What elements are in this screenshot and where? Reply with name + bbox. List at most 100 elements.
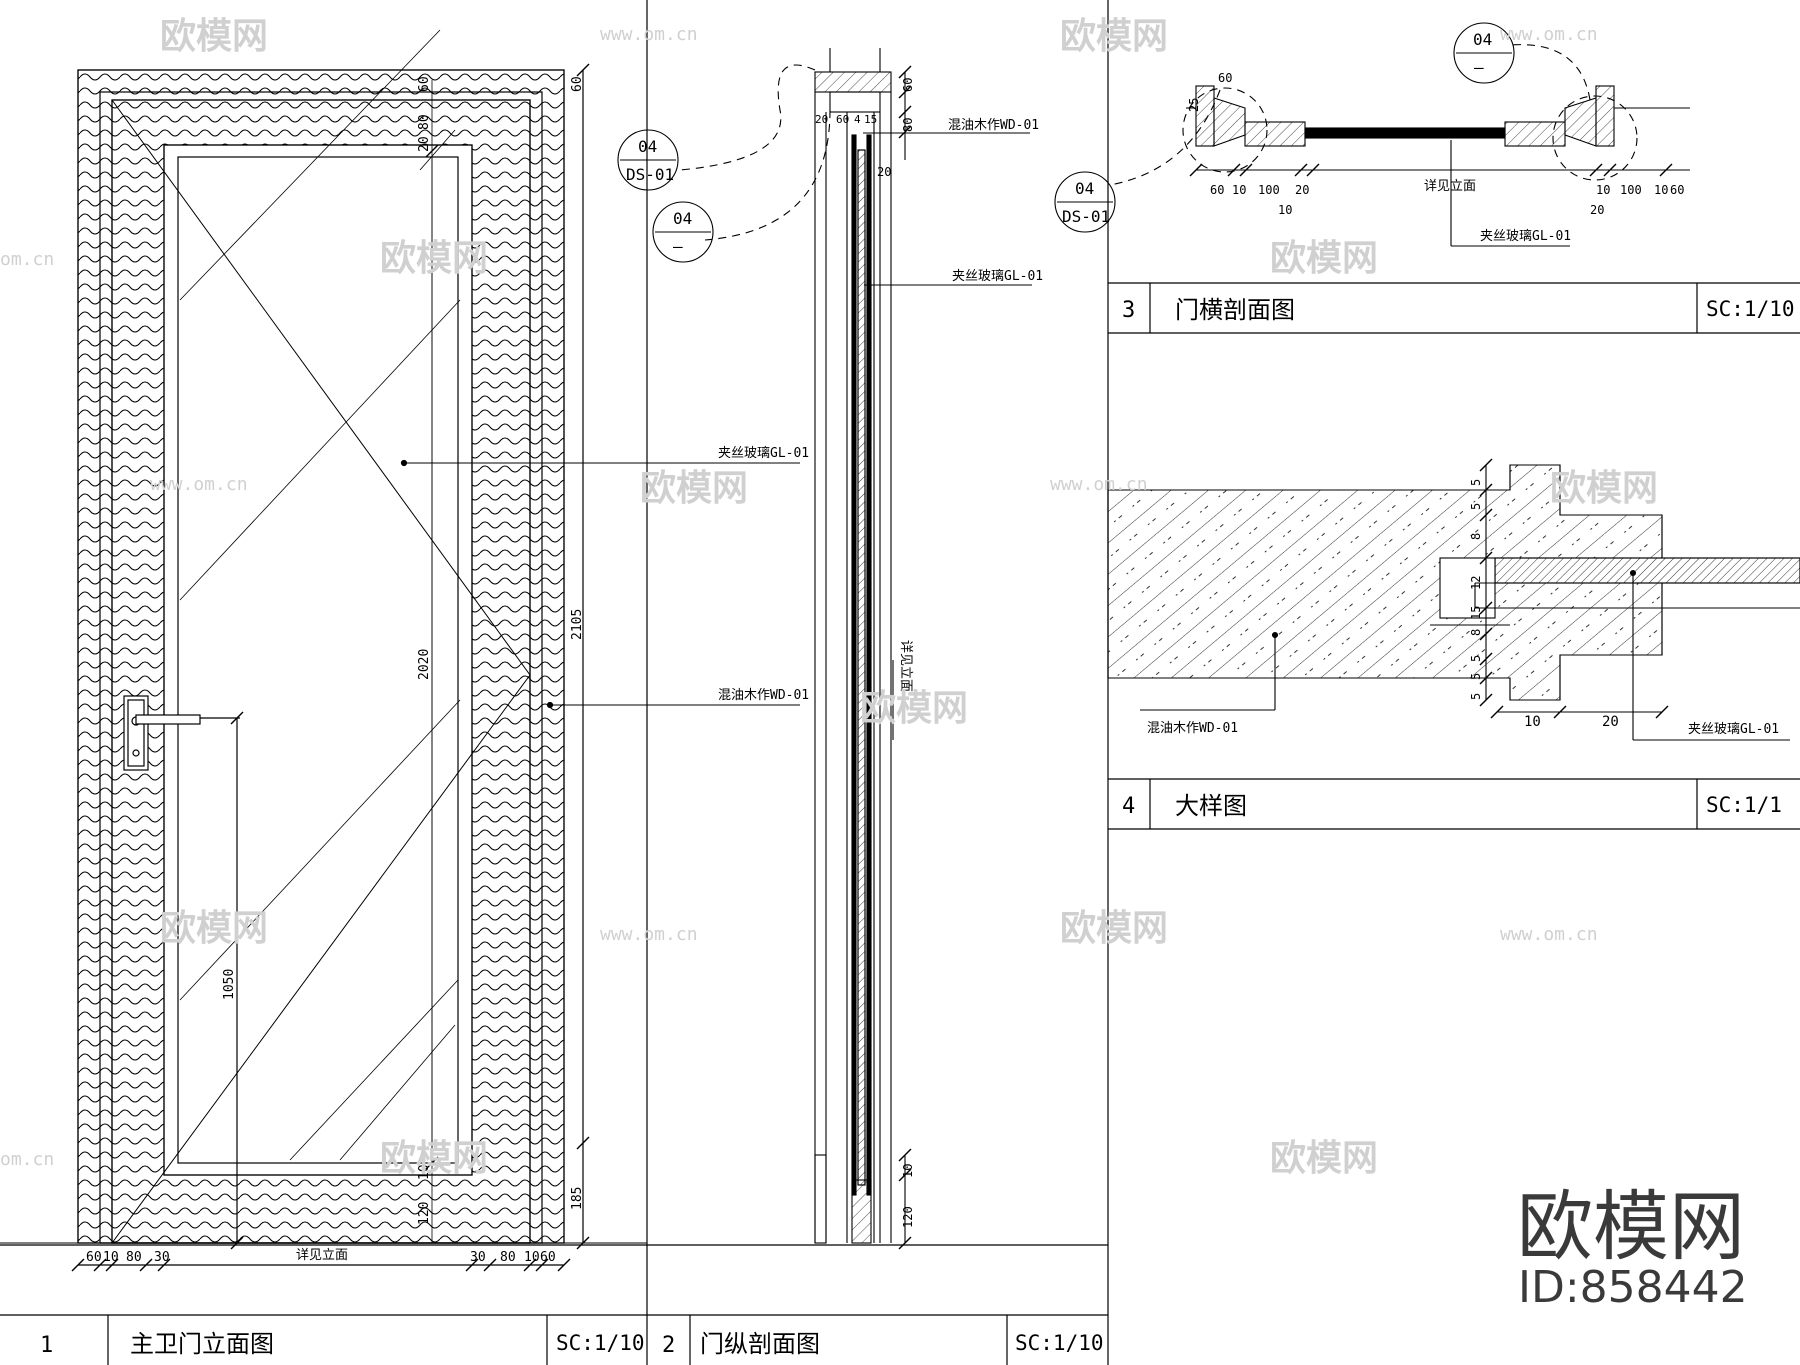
detail-dim-7: 5 <box>1469 655 1483 662</box>
panel4-title: 大样图 <box>1175 792 1247 820</box>
watermark-site-short: om.cn <box>0 249 54 270</box>
detail-dim-8: 5 <box>1469 673 1483 680</box>
horizontal-section <box>1054 22 1690 247</box>
watermark-site: www.om.cn <box>600 24 698 45</box>
panel2-number: 2 <box>662 1333 675 1358</box>
watermark-site-layer: www.om.cn www.om.cn www.om.cn www.om.cn … <box>0 24 1598 1170</box>
watermark-site: www.om.cn <box>600 924 698 945</box>
panel2-scale: SC:1/10 <box>1015 1331 1104 1355</box>
watermark-brand: 欧模网 <box>160 908 268 949</box>
panel1-number: 1 <box>40 1333 53 1358</box>
hs-dim-60-top: 60 <box>1218 71 1232 85</box>
hs-callout-2-bottom: DS-01 <box>1062 207 1110 226</box>
watermark-site: www.om.cn <box>1050 474 1148 495</box>
hs-dim-10a: 10 <box>1232 183 1246 197</box>
vs-callout-arc-2 <box>704 109 831 241</box>
vs-dim-row-15: 15 <box>864 113 877 126</box>
vs-dim-80: 80 <box>901 118 915 132</box>
hs-left-jamb <box>1195 85 1215 147</box>
dim-bot-60b: 60 <box>540 1250 556 1265</box>
watermark-id-block: 欧模网 ID:858442 <box>1517 1182 1748 1313</box>
panel3-number: 3 <box>1122 298 1135 323</box>
hs-dim-10sub: 10 <box>1278 203 1292 217</box>
panel1-scale: SC:1/10 <box>556 1331 645 1355</box>
dim-height-bottom: 185 <box>570 1187 585 1210</box>
hs-dim-100a: 100 <box>1258 183 1280 197</box>
vs-callout-1 <box>617 129 679 191</box>
watermark-site: www.om.cn <box>150 474 248 495</box>
detail-dim-2: 5 <box>1469 503 1483 510</box>
watermark-brand: 欧模网 <box>1060 16 1168 57</box>
hs-dim-10b: 10 <box>1596 183 1610 197</box>
watermark-layer: 欧模网 欧模网 欧模网 欧模网 欧模网 欧模网 欧模网 欧模网 欧模网 欧模网 … <box>160 16 1658 1179</box>
vs-callout-2-top: 04 <box>673 209 692 228</box>
hs-callout-arc-2 <box>1109 89 1221 186</box>
dim-inner-bot-2: 120 <box>417 1202 432 1225</box>
detail-dim-6: 8 <box>1469 629 1483 636</box>
vs-dim-row-60: 60 <box>836 113 849 126</box>
vs-dim-20-side: 20 <box>877 165 891 179</box>
vs-glass <box>857 149 866 1186</box>
door-leaf <box>111 99 531 1244</box>
hs-callout-2 <box>1054 171 1116 233</box>
door-handle-lever <box>135 714 201 725</box>
watermark-site-short: om.cn <box>0 1149 54 1170</box>
hs-dim-20sub: 20 <box>1590 203 1604 217</box>
watermark-brand-large: 欧模网 <box>1517 1182 1745 1271</box>
door-elevation <box>0 29 800 1272</box>
watermark-brand: 欧模网 <box>1060 908 1168 949</box>
detail-dim-1: 5 <box>1469 479 1483 486</box>
hs-callout-1-bottom: — <box>1474 58 1484 77</box>
dim-top-60: 60 <box>570 76 585 92</box>
vs-callout-1-bottom: DS-01 <box>626 165 674 184</box>
detail-dim-4: 12 <box>1469 576 1483 590</box>
elevation-glass-label: 夹丝玻璃GL-01 <box>718 446 809 461</box>
watermark-brand: 欧模网 <box>640 468 748 509</box>
vs-dim-row-20: 20 <box>815 113 828 126</box>
dim-inner-top-2: 80 <box>417 114 432 130</box>
dim-inner-bot-1: 10 <box>417 1164 432 1180</box>
dim-height-total: 2105 <box>570 609 585 640</box>
detail-annotations: 混油木作WD-01 夹丝玻璃GL-01 5 5 8 12 15 8 5 5 5 … <box>1147 479 1779 737</box>
panel2-title: 门纵剖面图 <box>700 1330 820 1358</box>
vs-see-elevation: 详见立面 <box>898 640 913 692</box>
elevation-wood-label: 混油木作WD-01 <box>718 688 809 703</box>
watermark-brand: 欧模网 <box>1270 238 1378 279</box>
dim-bot-60a: 60 <box>86 1250 102 1265</box>
watermark-brand: 欧模网 <box>860 688 968 729</box>
hs-dim-60a: 60 <box>1210 183 1224 197</box>
detail-drawing <box>1107 458 1800 741</box>
dim-handle-height: 1050 <box>222 969 237 1000</box>
panel3-title: 门横剖面图 <box>1175 296 1295 324</box>
title-block: 1 主卫门立面图 SC:1/10 2 门纵剖面图 SC:1/10 3 门横剖面图… <box>40 296 1795 1358</box>
vs-head-casing <box>814 71 892 93</box>
vs-dim-60a: 60 <box>901 78 915 92</box>
hs-dim-100b: 100 <box>1620 183 1642 197</box>
dim-inner-top-3: 20 <box>417 136 432 152</box>
dim-bot-10a: 10 <box>103 1250 119 1265</box>
watermark-brand: 欧模网 <box>1270 1138 1378 1179</box>
detail-glass-label: 夹丝玻璃GL-01 <box>1688 722 1779 737</box>
hs-callout-2-top: 04 <box>1075 179 1094 198</box>
dim-inner-top-1: 60 <box>417 76 432 92</box>
vertical-section <box>617 48 1032 1250</box>
watermark-site: www.om.cn <box>1500 24 1598 45</box>
panel4-scale: SC:1/1 <box>1706 793 1782 817</box>
vs-dim-bot-10: 10 <box>901 1164 915 1178</box>
vs-callout-arc-1 <box>679 64 816 171</box>
hs-callout-1 <box>1453 22 1515 84</box>
vs-callout-2-bottom: — <box>673 237 683 256</box>
hs-dim-60b: 60 <box>1670 183 1684 197</box>
dim-bot-10b: 10 <box>524 1250 540 1265</box>
elevation-annotations: 夹丝玻璃GL-01 混油木作WD-01 详见立面 2105 185 60 202… <box>86 76 809 1265</box>
hs-glass <box>1304 127 1506 139</box>
watermark-site: www.om.cn <box>1500 924 1598 945</box>
hs-callout-arc-1 <box>1509 44 1591 101</box>
hs-callout-1-top: 04 <box>1473 30 1492 49</box>
panel1-title: 主卫门立面图 <box>130 1330 274 1358</box>
detail-dim-bot-20: 20 <box>1602 714 1619 730</box>
dim-bot-80b: 80 <box>500 1250 516 1265</box>
watermark-brand: 欧模网 <box>380 1138 488 1179</box>
vs-wood-label: 混油木作WD-01 <box>948 118 1039 133</box>
